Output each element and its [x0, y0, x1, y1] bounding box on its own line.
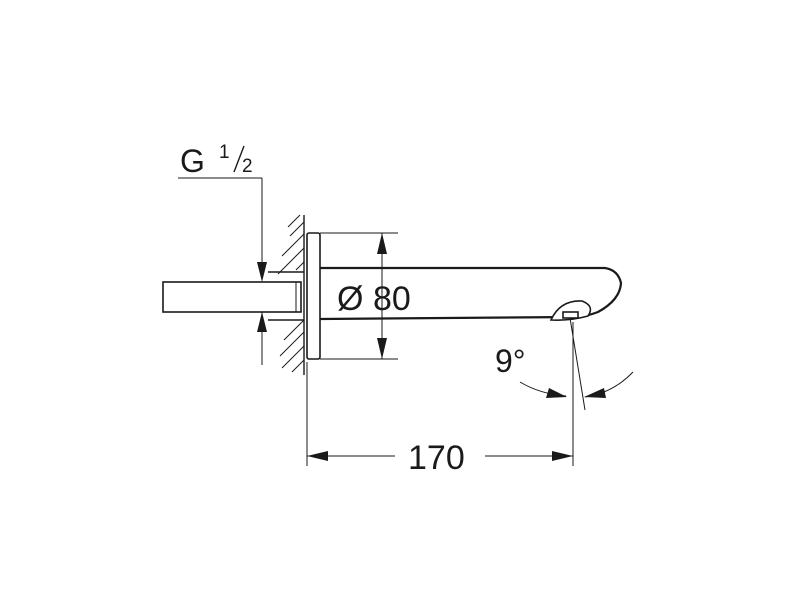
diameter-value: 80	[373, 280, 411, 318]
length-value: 170	[408, 439, 465, 477]
thread-fraction-den: 2	[242, 156, 253, 177]
wall-section	[277, 214, 305, 375]
angle-value: 9°	[495, 343, 526, 379]
thread-dimension: G 1 2	[178, 142, 267, 365]
angle-dimension: 9°	[495, 317, 634, 411]
spout-body	[319, 266, 623, 321]
thread-label-g: G	[180, 143, 205, 179]
diameter-dimension: Ø 80	[320, 232, 411, 360]
diameter-symbol: Ø	[337, 280, 363, 318]
escutcheon-plate	[306, 232, 321, 360]
connection-pipe	[162, 271, 304, 321]
length-dimension: 170	[306, 322, 574, 477]
thread-fraction-num: 1	[219, 142, 230, 163]
